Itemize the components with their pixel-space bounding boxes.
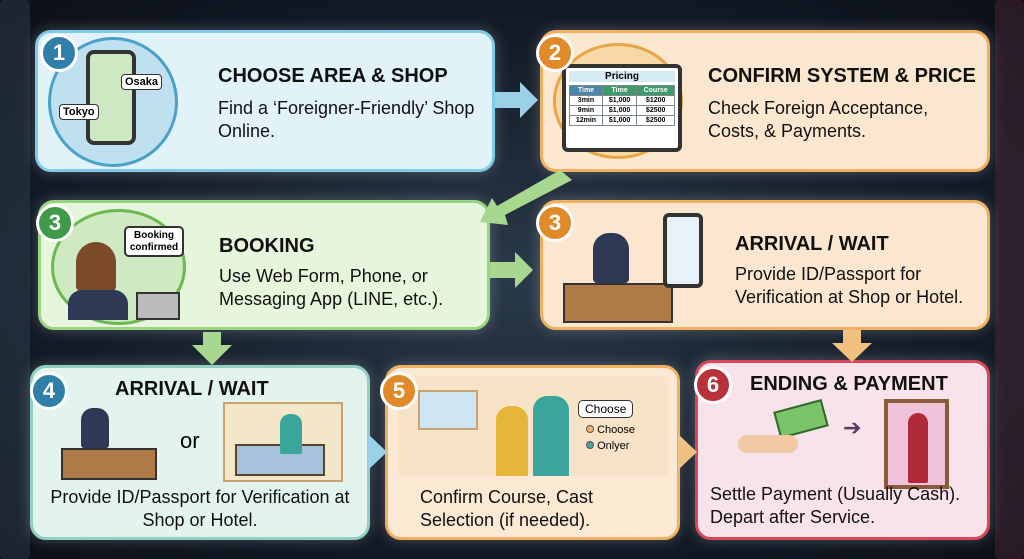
- step-description: Check Foreign Acceptance, Costs, & Payme…: [708, 98, 929, 142]
- step-description: Provide ID/Passport for Verification at …: [735, 264, 964, 308]
- map-label-tokyo: Tokyo: [59, 104, 99, 120]
- step-3-arrival-card: ARRIVAL / WAIT Provide ID/Passport for V…: [540, 200, 990, 330]
- arrow-4-to-5: [368, 434, 387, 470]
- step-number-badge: 2: [536, 34, 574, 72]
- step-title: CONFIRM SYSTEM & PRICE: [708, 65, 976, 87]
- arrow-1-to-2: [495, 82, 538, 118]
- arrow-3-to-3: [490, 252, 533, 288]
- step-title: BOOKING: [219, 235, 315, 257]
- step-number-badge: 4: [30, 372, 68, 410]
- step-title: CHOOSE AREA & SHOP: [218, 65, 448, 87]
- background-sign: [995, 0, 1024, 559]
- step-description: Settle Payment (Usually Cash). Depart af…: [710, 484, 961, 528]
- arrow-5-to-6: [678, 434, 697, 470]
- step-title: ENDING & PAYMENT: [750, 373, 948, 395]
- step-number-badge: 3: [536, 204, 574, 242]
- booking-bubble: Booking confirmed: [124, 226, 184, 257]
- step-1-card: Osaka Tokyo CHOOSE AREA & SHOP Find a ‘F…: [35, 30, 495, 172]
- arrow-icon: ➔: [843, 415, 862, 440]
- table-row: 12min$1,000$2500: [569, 115, 675, 126]
- reception-desk-illustration: [61, 402, 161, 482]
- step-4-card: ARRIVAL / WAIT or Provide ID/Passport fo…: [30, 365, 370, 540]
- step-number-badge: 3: [36, 204, 74, 242]
- table-cell: $2500: [636, 115, 675, 126]
- option-label: Onlyer: [597, 440, 630, 452]
- step-title: ARRIVAL / WAIT: [115, 378, 269, 400]
- map-phone-illustration: Osaka Tokyo: [48, 37, 178, 167]
- reception-illustration: [563, 213, 723, 323]
- step-description: Provide ID/Passport for Verification at …: [50, 487, 350, 531]
- step-title: ARRIVAL / WAIT: [735, 233, 889, 255]
- arrow-3-to-4: [192, 332, 232, 365]
- hotel-room-illustration: [223, 402, 343, 482]
- arrow-3-to-6: [832, 330, 872, 362]
- step-5-card: Choose Choose Onlyer Confirm Course, Cas…: [385, 365, 680, 540]
- table-cell: $1,000: [601, 115, 638, 126]
- background-sign: [0, 0, 30, 559]
- step-number-badge: 1: [40, 34, 78, 72]
- step-number-badge: 6: [694, 366, 732, 404]
- option-onlyer: Onlyer: [586, 440, 629, 452]
- door-illustration: [884, 399, 949, 489]
- option-choose: Choose: [586, 424, 635, 436]
- step-description: Use Web Form, Phone, or Messaging App (L…: [219, 266, 444, 310]
- cash-payment-illustration: [728, 399, 838, 465]
- option-label: Choose: [597, 424, 635, 436]
- step-3-booking-card: Booking confirmed BOOKING Use Web Form, …: [38, 200, 490, 330]
- choose-bubble: Choose: [578, 400, 634, 418]
- step-number-badge: 5: [380, 372, 418, 410]
- step-description: Confirm Course, Cast Selection (if neede…: [420, 487, 594, 531]
- pricing-title: Pricing: [569, 71, 675, 82]
- map-label-osaka: Osaka: [121, 74, 163, 90]
- arrow-2-to-3: [480, 170, 572, 225]
- step-6-card: ENDING & PAYMENT ➔ Settle Payment (Usual…: [695, 360, 990, 540]
- or-label: or: [180, 428, 200, 453]
- step-description: Find a ‘Foreigner-Friendly’ Shop Online.: [218, 98, 475, 142]
- booking-illustration: Booking confirmed: [51, 209, 186, 325]
- cast-selection-illustration: Choose Choose Onlyer: [398, 376, 668, 476]
